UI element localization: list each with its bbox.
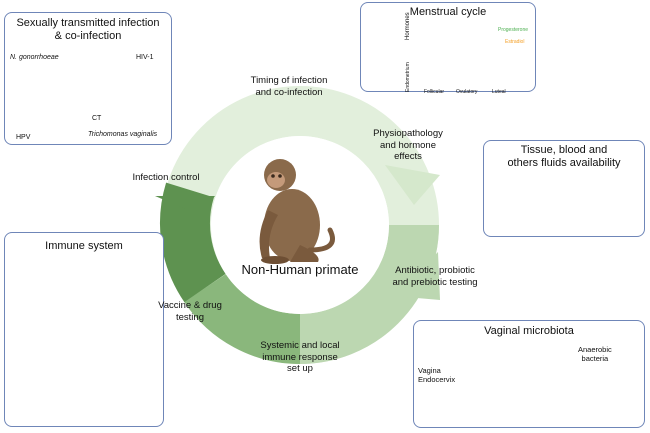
immune-panel-title: Immune system bbox=[45, 240, 123, 252]
cycle-ring bbox=[155, 86, 440, 364]
hiv-label: HIV-1 bbox=[136, 54, 154, 61]
ct-label: CT bbox=[92, 115, 102, 122]
menstrual-panel bbox=[360, 2, 536, 92]
arrow-head-physio bbox=[385, 165, 440, 205]
tv-label: Trichomonas vaginalis bbox=[88, 131, 158, 138]
phase-ovulatory: Ovulatory bbox=[456, 89, 478, 95]
phase-follicular: Follicular bbox=[424, 89, 445, 95]
ring-segment-antibiotic bbox=[299, 224, 439, 364]
arrow-head-control bbox=[155, 196, 215, 215]
label-control: Infection control bbox=[132, 172, 200, 183]
microbiota-panel bbox=[413, 320, 645, 428]
hpv-label: HPV bbox=[16, 134, 31, 141]
series-label-estradiol: Estradiol bbox=[505, 39, 525, 45]
sti-panel-title: Sexually transmitted infection& co-infec… bbox=[16, 17, 160, 42]
immune-panel bbox=[4, 232, 164, 427]
center-title: Non-Human primate bbox=[241, 262, 359, 277]
menstrual-y-label: Hormones bbox=[405, 12, 411, 40]
tissue-panel bbox=[483, 140, 645, 237]
menstrual-y-label-2: Endometrium bbox=[405, 62, 411, 92]
ring-segment-systemic bbox=[184, 273, 301, 364]
microbiota-panel-title: Vaginal microbiota bbox=[484, 325, 574, 337]
series-label-progesterone: Progesterone bbox=[498, 27, 529, 33]
ng-label: N. gonorrhoeae bbox=[10, 54, 59, 61]
menstrual-panel-title: Menstrual cycle bbox=[409, 6, 487, 18]
monkey-icon bbox=[259, 159, 335, 264]
sti-panel bbox=[4, 12, 172, 145]
arrow-head-antibiotic bbox=[394, 252, 440, 300]
phase-luteal: Luteal bbox=[492, 89, 506, 95]
